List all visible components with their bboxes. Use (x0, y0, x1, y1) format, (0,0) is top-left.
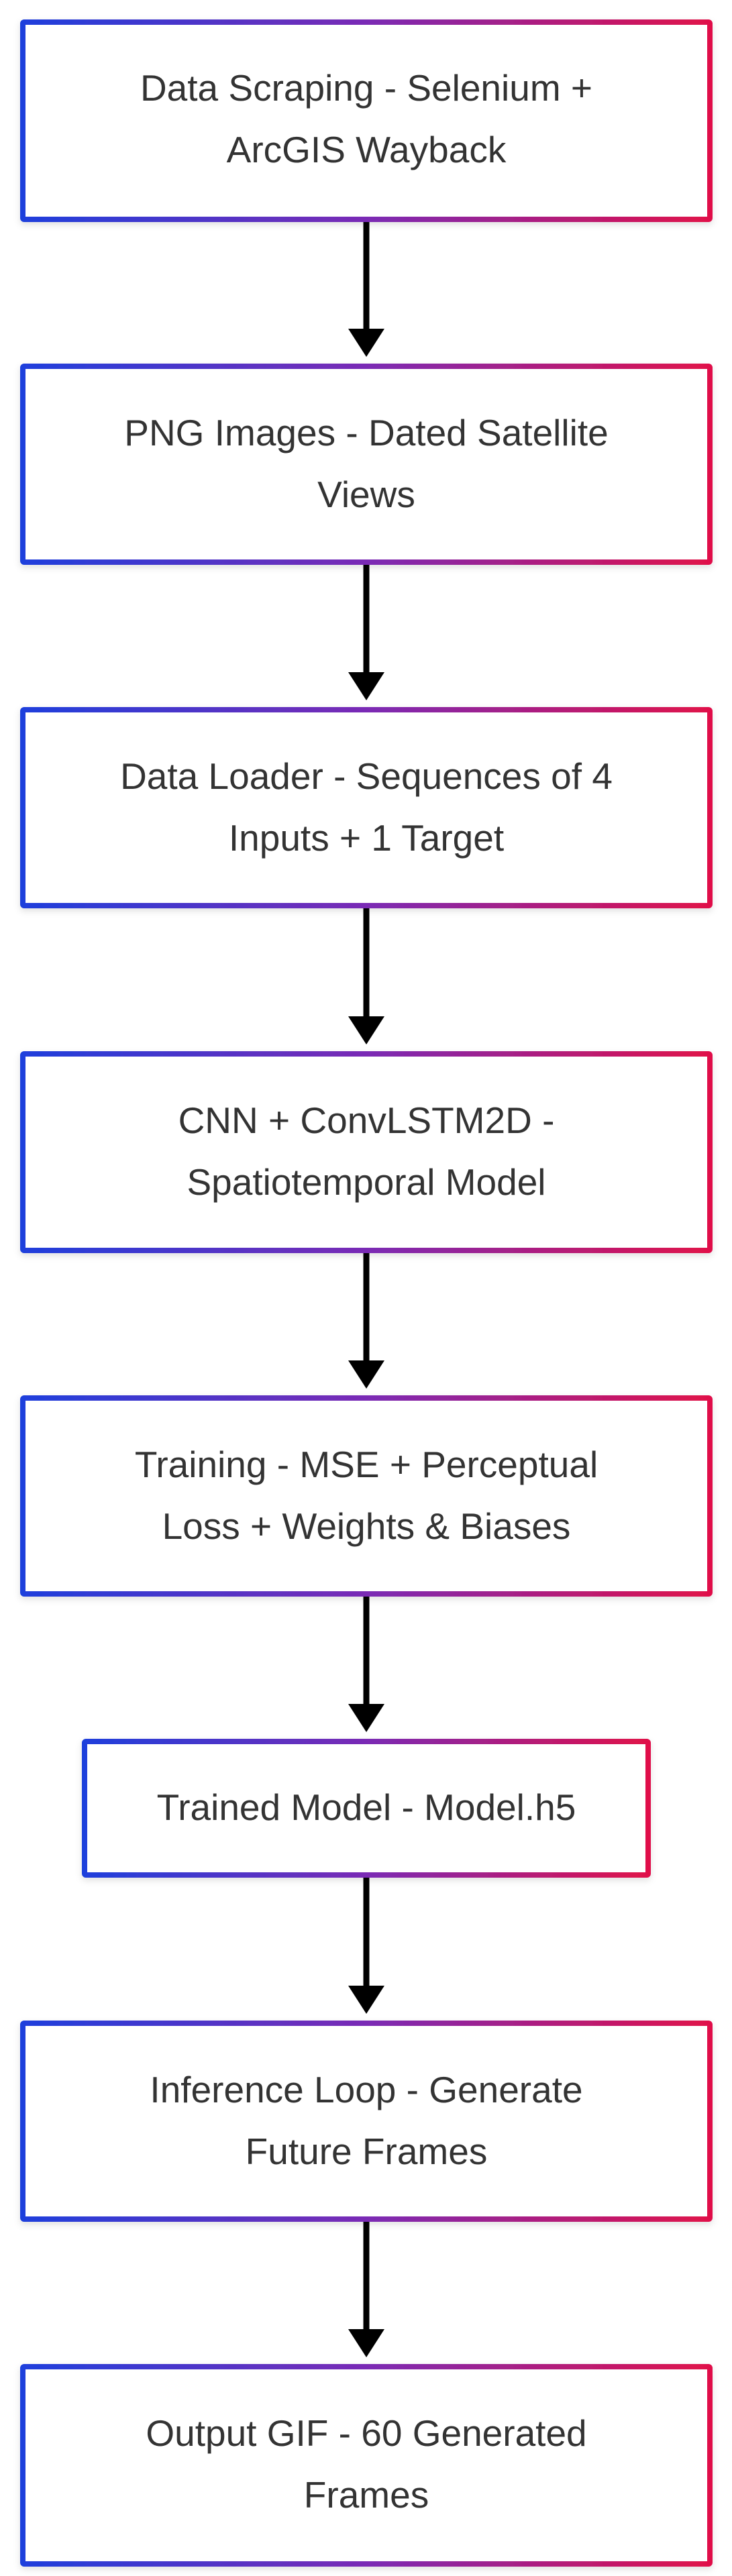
connectors (348, 219, 384, 2357)
arrow-3-to-4 (348, 906, 384, 1044)
step-label-line-2: Views (317, 474, 415, 515)
step-label-line-2: Spatiotemporal Model (187, 1161, 545, 1203)
step-label-line-1: Training - MSE + Perceptual (135, 1444, 598, 1485)
step-label-line-2: ArcGIS Wayback (227, 129, 507, 170)
step-png-images: PNG Images - Dated Satellite Views (20, 364, 713, 565)
step-data-loader: Data Loader - Sequences of 4 Inputs + 1 … (20, 707, 713, 908)
arrow-2-to-3 (348, 562, 384, 700)
arrow-1-to-2 (348, 219, 384, 357)
step-label-line-1: Data Scraping - Selenium + (140, 67, 592, 109)
arrow-7-to-8 (348, 2219, 384, 2357)
step-inference-loop: Inference Loop - Generate Future Frames (20, 2021, 713, 2222)
arrow-6-to-7 (348, 1875, 384, 2014)
step-label-line-2: Frames (304, 2474, 429, 2516)
step-cnn-convlstm-model: CNN + ConvLSTM2D - Spatiotemporal Model (20, 1051, 713, 1253)
step-label-line-1: Data Loader - Sequences of 4 (120, 755, 613, 797)
arrow-4-to-5 (348, 1250, 384, 1389)
step-trained-model: Trained Model - Model.h5 (82, 1739, 651, 1878)
arrow-5-to-6 (348, 1594, 384, 1732)
step-label-line-1: Inference Loop - Generate (150, 2069, 582, 2110)
step-label-line-2: Loss + Weights & Biases (162, 1505, 571, 1547)
step-label-line-1: PNG Images - Dated Satellite (124, 412, 608, 453)
step-label-line-1: CNN + ConvLSTM2D - (178, 1099, 555, 1141)
step-training: Training - MSE + Perceptual Loss + Weigh… (20, 1395, 713, 1597)
step-label-line-1: Output GIF - 60 Generated (146, 2412, 586, 2454)
step-label-line-2: Future Frames (246, 2131, 488, 2172)
step-label-line-2: Inputs + 1 Target (229, 817, 504, 859)
step-output-gif: Output GIF - 60 Generated Frames (20, 2364, 713, 2567)
step-label-line-1: Trained Model - Model.h5 (157, 1786, 576, 1828)
step-data-scraping: Data Scraping - Selenium + ArcGIS Waybac… (20, 19, 713, 222)
